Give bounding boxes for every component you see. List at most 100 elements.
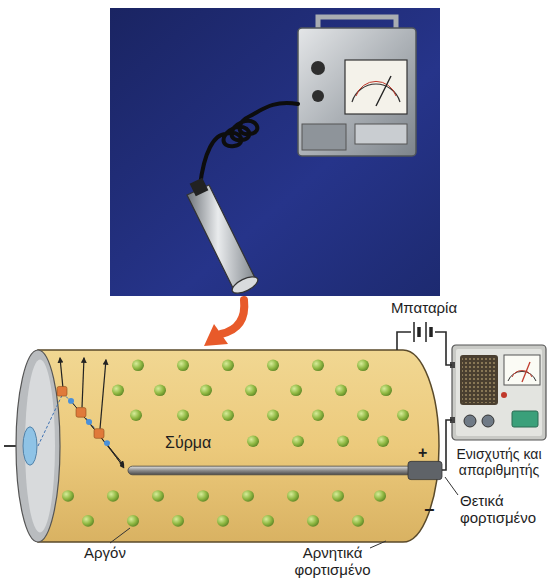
charge-sign: − (424, 500, 435, 520)
argon-atom (262, 515, 274, 527)
amplifier-counter (504, 355, 540, 385)
leader-line (445, 477, 458, 495)
counter-photo (355, 124, 407, 144)
pointer-arrow (204, 324, 228, 346)
argon-atom (130, 410, 142, 422)
amplifier-counter (460, 355, 498, 405)
counter-photo (376, 76, 391, 106)
argon-atom (200, 385, 212, 397)
amplifier-counter (512, 411, 538, 427)
amplifier-counter (482, 415, 494, 427)
argon-atom (312, 410, 324, 422)
wire-electrode (128, 461, 442, 479)
part-label: Αργόν (84, 545, 126, 562)
argon-atom (242, 490, 254, 502)
argon-atom (312, 360, 324, 372)
argon-atom (307, 515, 319, 527)
ionization-track (60, 358, 63, 389)
argon-atom (217, 515, 229, 527)
part-label: Μπαταρία (385, 300, 463, 317)
argon-atom (374, 490, 386, 502)
counter-photo (187, 185, 256, 290)
argon-atom (397, 410, 409, 422)
argon-atom (267, 360, 279, 372)
battery-symbol (411, 320, 435, 344)
argon-atom (247, 435, 259, 447)
charge-sign: + (418, 444, 427, 462)
ionization-track (38, 393, 100, 446)
box-caption: Ενισχυτής και απαριθμητής (449, 446, 549, 478)
argon-atom (62, 360, 409, 527)
ionization-track (82, 358, 84, 408)
amplifier-counter (462, 357, 496, 403)
ionization-track (100, 360, 106, 429)
argon-atom (152, 490, 164, 502)
amplifier-counter (450, 345, 546, 440)
argon-atom (292, 435, 304, 447)
argon-atom (267, 410, 279, 422)
argon-atom (377, 435, 389, 447)
battery-symbol (413, 322, 415, 342)
argon-atom (132, 360, 144, 372)
counter-photo (352, 84, 400, 102)
ionization-track (38, 358, 124, 468)
pointer-arrow (221, 300, 244, 334)
leader-line (110, 528, 130, 543)
ionization-track (70, 400, 124, 465)
argon-atom (352, 515, 364, 527)
argon-atom (222, 360, 234, 372)
argon-atom (112, 385, 124, 397)
geiger-tube-node: Σύρμα (8, 350, 442, 542)
part-label: Αρνητικά φορτισμένο (280, 545, 385, 579)
geiger-tube (38, 350, 439, 542)
argon-atom (222, 410, 234, 422)
argon-atom (127, 515, 139, 527)
counter-photo (298, 28, 416, 156)
argon-atom (290, 385, 302, 397)
counter-photo (312, 90, 324, 102)
argon-atom (357, 360, 369, 372)
part-label: Σύρμα (165, 434, 211, 452)
amplifier-box: Ενισχυτής και απαριθμητής (452, 345, 546, 440)
amplifier-counter (508, 371, 536, 381)
counter-photo (190, 178, 209, 197)
ionization-track (57, 386, 67, 396)
argon-atom (177, 410, 189, 422)
amplifier-counter (512, 371, 532, 377)
counter-photo (110, 8, 440, 296)
argon-atom (197, 490, 209, 502)
pointer-arrow (204, 300, 244, 346)
argon-atom (287, 490, 299, 502)
ionization-track (105, 441, 124, 468)
amplifier-counter (522, 362, 530, 382)
ionization-track (104, 440, 110, 446)
geiger-tube (4, 350, 442, 542)
leader-line (110, 477, 458, 548)
argon-atom (332, 490, 344, 502)
wire-electrode (408, 461, 442, 479)
argon-atom (357, 410, 369, 422)
amplifier-counter (452, 345, 546, 440)
ionization-track (88, 421, 124, 467)
argon-atom (107, 490, 119, 502)
counter-photo (302, 124, 346, 150)
counter-photo (345, 60, 407, 114)
counter-photo (110, 8, 440, 297)
battery-symbol (417, 327, 421, 337)
argon-atom (380, 385, 392, 397)
wire-electrode (128, 466, 418, 475)
battery-symbol (425, 322, 427, 342)
ionization-track (68, 398, 74, 404)
amplifier-counter (464, 415, 476, 427)
amplifier-counter (456, 349, 542, 436)
counter-photo (200, 103, 298, 186)
argon-atom (62, 490, 74, 502)
battery-symbol (429, 327, 433, 337)
argon-atom (177, 360, 189, 372)
counter-photo (230, 273, 260, 296)
argon-atom (337, 435, 349, 447)
geiger-tube (23, 427, 37, 465)
argon-atom (172, 515, 184, 527)
argon-atom (82, 515, 94, 527)
